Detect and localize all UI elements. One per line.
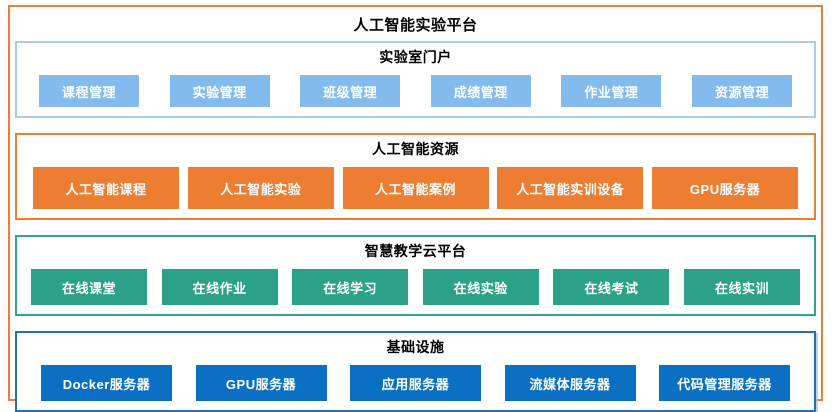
online-learning-block: 在线学习 [292, 269, 409, 305]
code-management-server-block: 代码管理服务器 [659, 365, 790, 401]
section-ai-resources: 人工智能资源 人工智能课程 人工智能实验 人工智能案例 人工智能实训设备 GPU… [15, 133, 816, 220]
gpu-server-block-infra: GPU服务器 [195, 365, 327, 401]
lab-portal-row: 课程管理 实验管理 班级管理 成绩管理 作业管理 资源管理 [17, 75, 814, 107]
page-title: 人工智能实验平台 [353, 17, 478, 34]
section-title-infrastructure: 基础设施 [386, 339, 445, 355]
online-training-block: 在线实训 [683, 269, 800, 305]
ai-experiment-block: 人工智能实验 [187, 167, 334, 209]
infrastructure-row: Docker服务器 GPU服务器 应用服务器 流媒体服务器 代码管理服务器 [17, 365, 814, 401]
class-management-block: 班级管理 [300, 75, 401, 107]
resource-management-block: 资源管理 [691, 75, 792, 107]
online-classroom-block: 在线课堂 [31, 269, 147, 305]
online-experiment-block: 在线实验 [422, 269, 539, 305]
section-lab-portal: 实验室门户 课程管理 实验管理 班级管理 成绩管理 作业管理 资源管理 [15, 41, 816, 118]
experiment-management-block: 实验管理 [169, 75, 270, 107]
ai-case-block: 人工智能案例 [342, 167, 489, 209]
ai-resources-row: 人工智能课程 人工智能实验 人工智能案例 人工智能实训设备 GPU服务器 [17, 167, 814, 209]
homework-management-block: 作业管理 [561, 75, 662, 107]
app-server-block: 应用服务器 [350, 365, 481, 401]
section-title-lab-portal: 实验室门户 [379, 49, 452, 65]
section-smart-teaching-cloud: 智慧教学云平台 在线课堂 在线作业 在线学习 在线实验 在线考试 在线实训 [15, 235, 816, 316]
online-homework-block: 在线作业 [161, 269, 278, 305]
gpu-server-block-ai: GPU服务器 [652, 167, 798, 209]
docker-server-block: Docker服务器 [41, 365, 172, 401]
section-title-ai-resources: 人工智能资源 [372, 141, 459, 157]
smart-teaching-row: 在线课堂 在线作业 在线学习 在线实验 在线考试 在线实训 [17, 269, 814, 305]
grade-management-block: 成绩管理 [430, 75, 531, 107]
streaming-server-block: 流媒体服务器 [504, 365, 636, 401]
outer-frame: 人工智能实验平台 实验室门户 课程管理 实验管理 班级管理 成绩管理 作业管理 … [8, 5, 823, 412]
section-infrastructure: 基础设施 Docker服务器 GPU服务器 应用服务器 流媒体服务器 代码管理服… [15, 331, 816, 412]
ai-training-equipment-block: 人工智能实训设备 [497, 167, 644, 209]
online-exam-block: 在线考试 [553, 269, 670, 305]
section-title-smart-teaching-cloud: 智慧教学云平台 [364, 243, 467, 259]
ai-course-block: 人工智能课程 [33, 167, 179, 209]
course-management-block: 课程管理 [39, 75, 139, 107]
